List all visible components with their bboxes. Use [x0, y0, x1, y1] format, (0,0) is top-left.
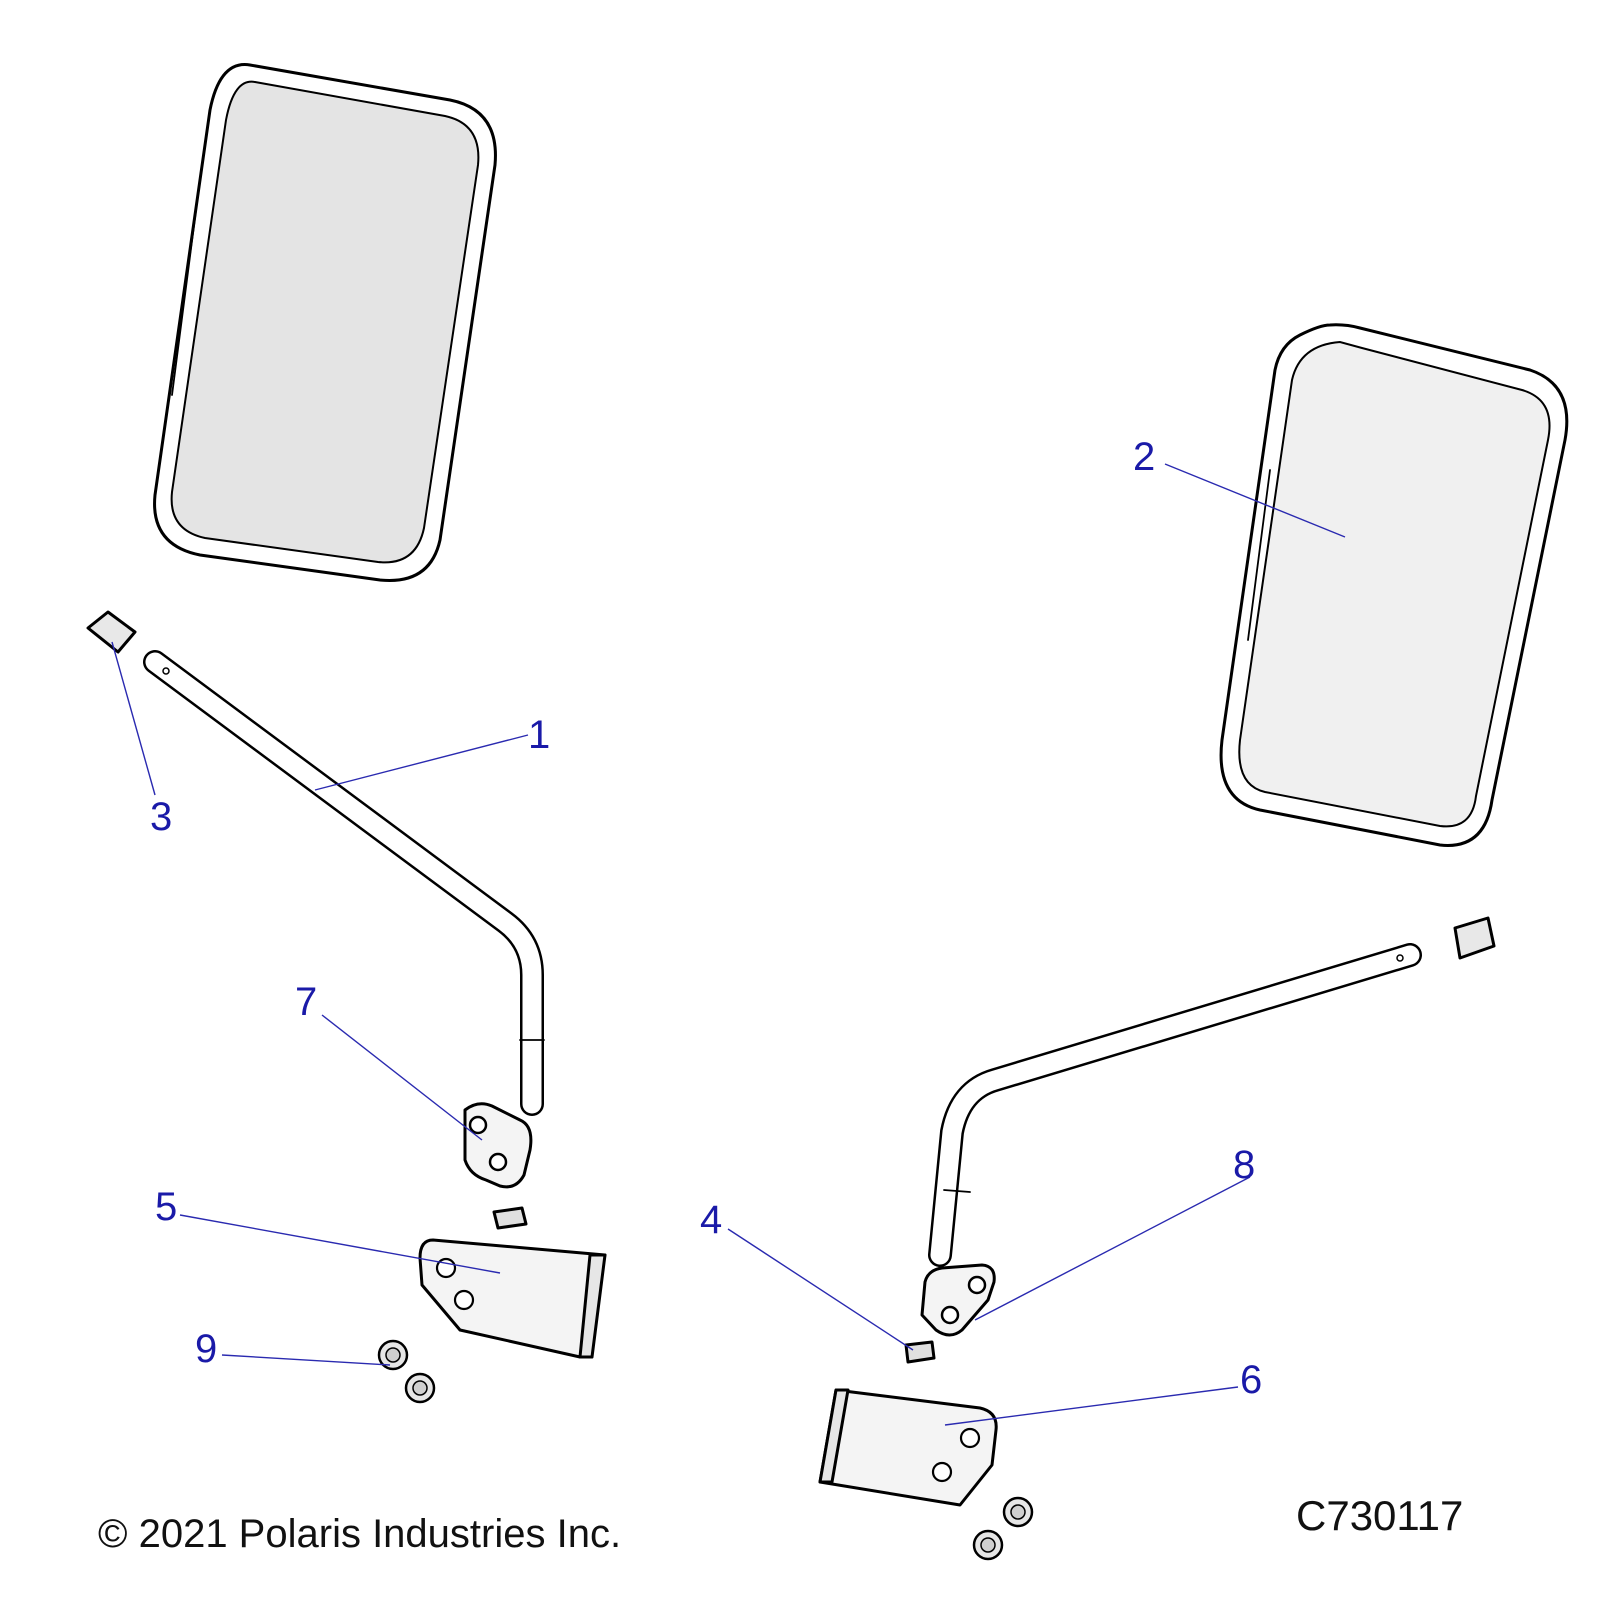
callout-8: 8: [1233, 1143, 1255, 1187]
left-bolts: [377, 1339, 436, 1404]
callout-9: 9: [195, 1327, 217, 1371]
copyright-notice: © 2021 Polaris Industries Inc.: [98, 1512, 622, 1556]
left-mirror-head: [153, 63, 497, 582]
callout-7: 7: [295, 980, 317, 1024]
left-mirror-rod: [143, 650, 545, 1116]
left-end-cap: [86, 610, 137, 654]
callout-6: 6: [1240, 1358, 1262, 1402]
callout-1: 1: [528, 713, 550, 757]
leader-lines: [111, 463, 1346, 1426]
right-bolts: [972, 1496, 1034, 1561]
right-bracket: [818, 1388, 998, 1507]
drawing-number: C730117: [1296, 1492, 1464, 1539]
right-mirror-head: [1219, 323, 1569, 847]
left-nut: [492, 1206, 528, 1230]
callout-2: 2: [1133, 435, 1155, 479]
right-clamp: [920, 1263, 996, 1337]
right-mirror-rod: [928, 943, 1422, 1267]
callout-5: 5: [155, 1185, 177, 1229]
right-end-cap: [1453, 916, 1496, 960]
callout-3: 3: [150, 795, 172, 839]
right-nut: [904, 1340, 936, 1364]
callout-4: 4: [700, 1198, 722, 1242]
left-bracket: [418, 1238, 607, 1359]
left-clamp: [463, 1102, 533, 1189]
